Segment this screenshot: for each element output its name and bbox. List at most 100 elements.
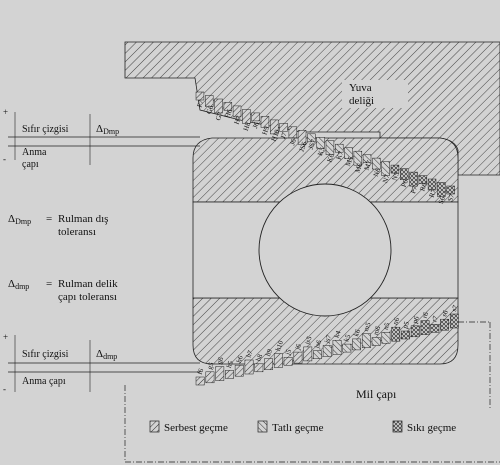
legend-outer-line2: toleransı xyxy=(58,226,96,238)
bottom-zero-line-label: Sıfır çizgisi xyxy=(22,349,69,360)
bottom-wear-label: Anma çapı xyxy=(22,376,66,387)
housing-label-line2: deliği xyxy=(349,95,374,107)
housing-tolerance-bar xyxy=(335,143,344,153)
shaft-tolerance-bar xyxy=(391,326,401,342)
housing-tolerance-bar xyxy=(390,164,400,174)
top-plus-sign: + xyxy=(3,107,8,117)
housing-tolerance-label: H10 xyxy=(270,128,282,143)
top-delta-symbol: ΔDmp xyxy=(96,123,119,136)
housing-tolerance-bar xyxy=(297,130,307,145)
shaft-tolerance-bar xyxy=(273,353,283,368)
shaft-tolerance-bar xyxy=(322,345,332,357)
housing-tolerance-bar xyxy=(270,119,279,135)
housing-tolerance-bar xyxy=(353,150,363,166)
shaft-tolerance-bar xyxy=(264,358,273,370)
housing-tolerance-bar xyxy=(381,161,390,176)
shaft-tolerance-label: h8 xyxy=(254,353,264,363)
shaft-tolerance-label: j5 xyxy=(283,348,293,357)
housing-tolerance-label: J6 xyxy=(288,137,298,146)
legend-transition-swatch xyxy=(257,420,268,433)
shaft-tolerance-label: p5 xyxy=(401,320,411,330)
shaft-tolerance-label: n5 xyxy=(382,321,392,331)
shaft-tolerance-label: p6 xyxy=(411,315,421,325)
inner-ring xyxy=(192,297,459,365)
housing-tolerance-label: K6 xyxy=(325,152,336,163)
shaft-tolerance-label: s6 xyxy=(440,309,450,318)
bottom-delta-symbol: Δdmp xyxy=(96,348,117,361)
shaft-tolerance-bar xyxy=(361,333,371,348)
housing-tolerance-label: M7 xyxy=(363,159,374,171)
shaft-tolerance-label: n6 xyxy=(391,316,401,326)
shaft-tolerance-label: m5 xyxy=(362,321,373,333)
shaft-outline xyxy=(124,321,500,463)
shaft-tolerance-bar xyxy=(449,313,459,329)
legend-outer-line1: Rulman dış xyxy=(58,213,108,225)
top-zero-line-label: Sıfır çizgisi xyxy=(22,124,69,135)
housing-tolerance-label: J7 xyxy=(279,131,289,140)
housing-label-box xyxy=(342,80,408,108)
shaft-tolerance-label: js6 xyxy=(313,339,324,351)
housing-tolerance-bar xyxy=(251,112,260,122)
housing-tolerance-label: J6 xyxy=(251,121,261,130)
housing-tolerance-label: H9 xyxy=(260,125,271,136)
top-minus-sign: - xyxy=(3,154,6,164)
bottom-minus-sign: - xyxy=(3,384,6,394)
shaft-tolerance-bar xyxy=(195,376,205,386)
housing-tolerance-bar xyxy=(325,140,335,155)
shaft-tolerance-bar xyxy=(215,366,225,381)
housing-tolerance-label: P7 xyxy=(409,185,419,195)
housing-tolerance-bar xyxy=(427,178,437,191)
housing-tolerance-bar xyxy=(288,126,298,139)
shaft-tolerance-bar xyxy=(225,370,234,379)
housing-tolerance-label: G7 xyxy=(214,110,225,121)
rolling-ball xyxy=(258,183,392,317)
shaft-tolerance-bar xyxy=(283,357,293,366)
shaft-tolerance-label: h7 xyxy=(245,349,255,359)
housing-tolerance-label: S6 xyxy=(437,195,447,205)
legend-inner-line2: çapı toleransı xyxy=(58,291,117,303)
housing-tolerance-bar xyxy=(279,123,288,132)
legend-interference-label: Sıkı geçme xyxy=(407,422,456,434)
housing-tolerance-label: N6 xyxy=(372,167,383,178)
shaft-tolerance-label: k6 xyxy=(352,328,362,338)
shaft-tolerance-bar xyxy=(352,338,361,351)
housing-tolerance-bar xyxy=(242,109,251,124)
housing-tolerance-label: H7 xyxy=(233,114,244,125)
housing-label-line1: Yuva xyxy=(349,82,372,94)
housing-tolerance-label: G6 xyxy=(205,104,216,115)
housing-tolerance-label: R6 xyxy=(418,181,428,192)
shaft-tolerance-bar xyxy=(430,324,440,333)
legend-inner-line1: Rulman delik xyxy=(58,278,118,290)
shaft-tolerance-label: j6 xyxy=(293,342,303,351)
housing-tolerance-label: N7 xyxy=(381,173,392,184)
shaft-tolerance-label: m6 xyxy=(372,325,383,337)
shaft-tolerance-bar xyxy=(293,351,303,364)
housing-tolerance-bar xyxy=(437,182,446,197)
housing-tolerance-bar xyxy=(260,116,270,128)
shaft-label: Mil çapı xyxy=(356,387,397,401)
housing-tolerance-bar xyxy=(223,102,233,111)
housing-tolerance-label: N5 xyxy=(390,171,401,182)
shaft-tolerance-label: h5 xyxy=(225,359,235,369)
housing-tolerance-bar xyxy=(195,91,205,101)
housing-tolerance-bar xyxy=(409,171,418,187)
shaft-tolerance-label: r6 xyxy=(421,311,431,320)
shaft-tolerance-bar xyxy=(234,364,244,377)
shaft-tolerance-label: js5 xyxy=(303,335,314,347)
housing-tolerance-bar xyxy=(344,147,353,159)
shaft-tolerance-bar xyxy=(410,325,420,338)
legend-outer-equals: = xyxy=(46,213,52,225)
shaft-tolerance-label: g5 xyxy=(206,361,216,371)
housing-tolerance-bar xyxy=(418,175,428,184)
legend-clearance-label: Serbest geçme xyxy=(164,422,228,434)
housing-tolerance-bar xyxy=(214,98,223,114)
shaft-tolerance-label: r7 xyxy=(430,314,440,323)
housing-tolerance-bar xyxy=(307,133,316,143)
shaft-tolerance-label: f6 xyxy=(196,367,206,376)
top-wear-label-line1: Anma xyxy=(22,147,47,158)
shaft-tolerance-bar xyxy=(342,343,352,353)
shaft-tolerance-label: g6 xyxy=(215,356,225,366)
